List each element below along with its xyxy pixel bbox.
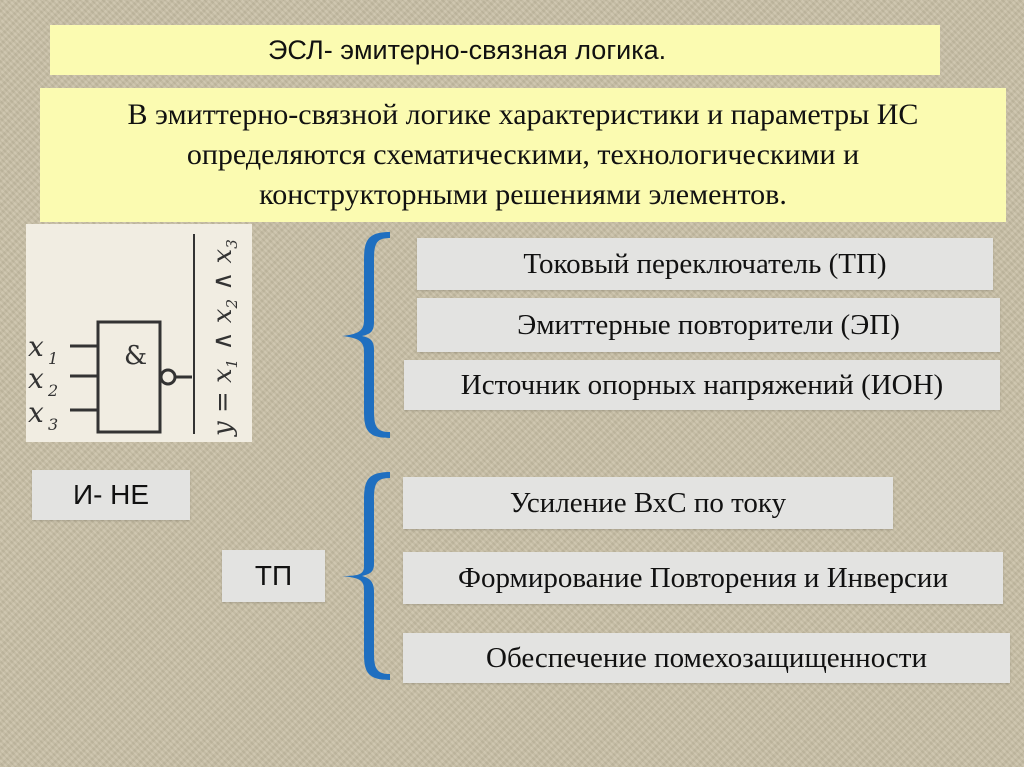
component-current-switch: Токовый переключатель (ТП) [417, 238, 993, 290]
function-noise-immunity: Обеспечение помехозащищенности [403, 633, 1010, 683]
function-label: Формирование Повторения и Инверсии [458, 561, 948, 594]
function-input-amplification: Усиление ВхС по току [403, 477, 893, 529]
component-emitter-followers: Эмиттерные повторители (ЭП) [417, 298, 1000, 352]
nand-gate-diagram: & x 1 x 2 x 3 y = x1 ∧ x2 ∧ x3 [28, 234, 241, 437]
functions-brace [342, 472, 390, 680]
svg-text:2: 2 [47, 381, 58, 400]
function-repeat-inversion: Формирование Повторения и Инверсии [403, 552, 1003, 604]
slide-title-text: ЭСЛ- эмитерно-связная логика. [268, 34, 667, 65]
component-label: Источник опорных напряжений (ИОН) [460, 368, 944, 401]
section-text: ТП [254, 560, 293, 591]
function-label: Усиление ВхС по току [509, 486, 787, 519]
section-label: ТП [222, 550, 325, 602]
description-line: определяются схематическими, технологиче… [186, 138, 860, 171]
svg-text:x: x [28, 330, 44, 363]
gate-type-label: И- НЕ [32, 470, 190, 520]
svg-text:3: 3 [48, 415, 58, 434]
description-box: В эмиттерно-связной логике характеристик… [40, 88, 1006, 222]
component-reference-voltage: Источник опорных напряжений (ИОН) [404, 360, 1000, 410]
description-line: конструкторными решениями элементов. [259, 178, 787, 211]
svg-text:1: 1 [48, 349, 58, 368]
component-label: Токовый переключатель (ТП) [523, 247, 887, 280]
gate-type-text: И- НЕ [72, 479, 150, 510]
function-label: Обеспечение помехозащищенности [486, 641, 927, 674]
slide-title: ЭСЛ- эмитерно-связная логика. [50, 25, 940, 75]
svg-text:x: x [28, 362, 44, 395]
description-line: В эмиттерно-связной логике характеристик… [127, 98, 919, 131]
gate-symbol: & [124, 341, 147, 371]
svg-text:y = x1 ∧ x2 ∧ x3: y = x1 ∧ x2 ∧ x3 [208, 239, 241, 437]
svg-text:x: x [28, 396, 44, 429]
gate-diagram: & x 1 x 2 x 3 y = x1 ∧ x2 ∧ x3 [26, 224, 252, 442]
component-label: Эмиттерные повторители (ЭП) [517, 308, 900, 341]
components-brace [342, 232, 390, 438]
